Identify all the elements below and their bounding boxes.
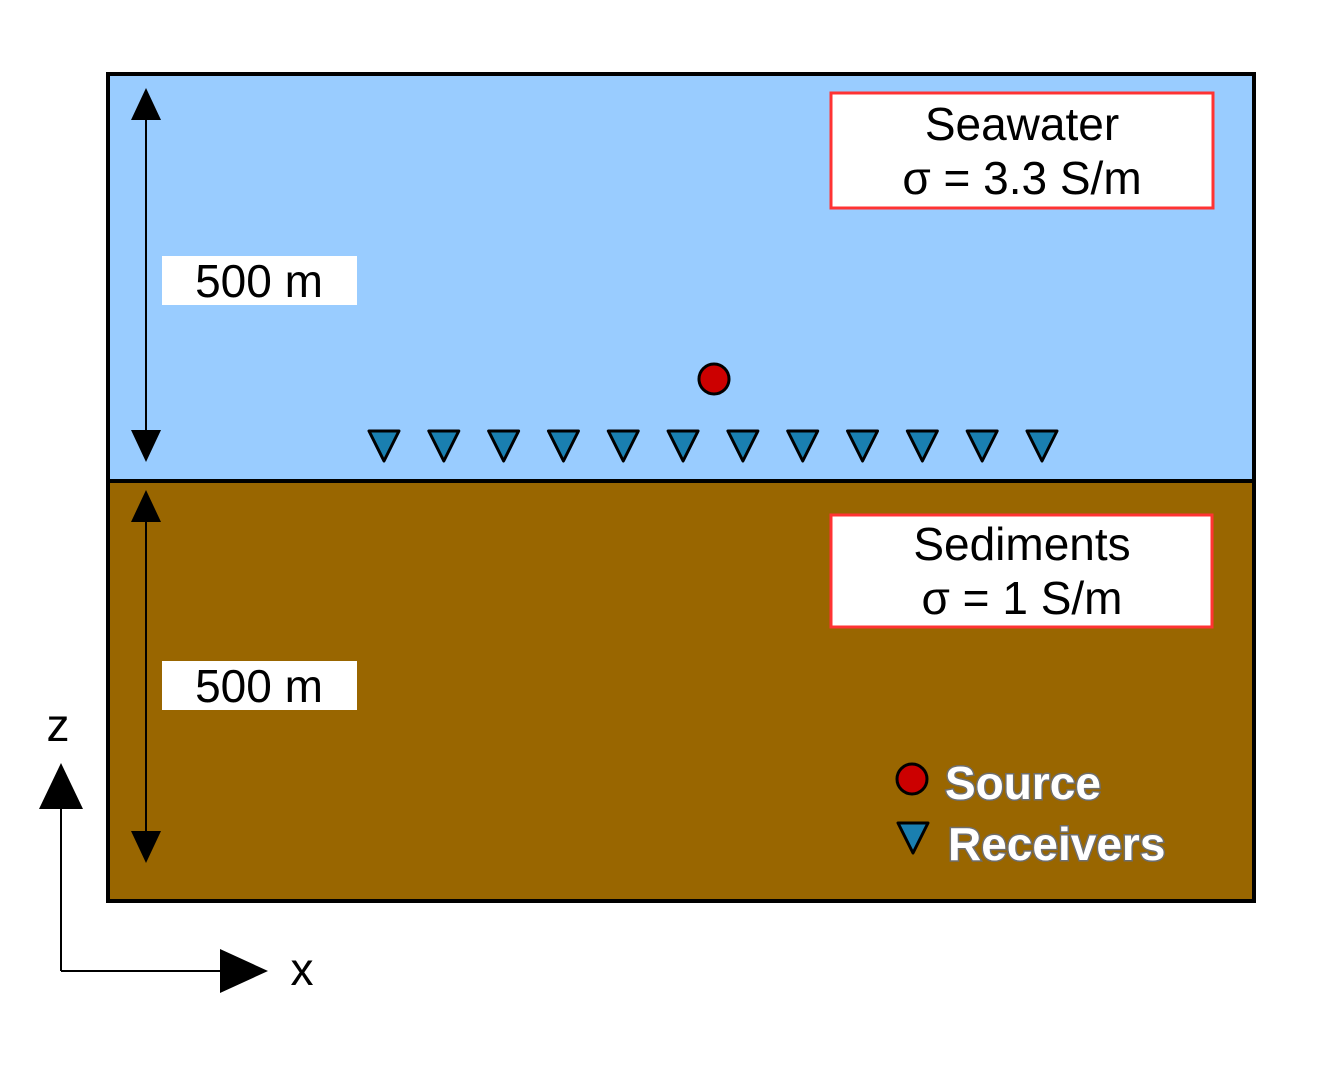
receiver-icon [1025, 429, 1059, 463]
legend-receivers-label: Receivers [948, 818, 1165, 870]
legend: Source Receivers [895, 756, 1167, 872]
z-axis-arrow-icon [39, 763, 83, 809]
source-icon [697, 362, 731, 396]
z-axis-label: z [47, 699, 70, 751]
receiver-icon [666, 429, 700, 463]
receiver-icon [965, 429, 999, 463]
legend-source-label: Source [945, 757, 1101, 809]
seawater-thickness-text: 500 m [195, 255, 323, 307]
receiver-icon [606, 429, 640, 463]
seawater-conductivity: σ = 3.3 S/m [902, 152, 1141, 204]
seawater-name: Seawater [925, 98, 1119, 150]
model-border [106, 72, 1256, 903]
receiver-icon [905, 429, 939, 463]
seawater-thickness-arrow [131, 88, 161, 462]
sediment-name: Sediments [913, 518, 1130, 570]
seawater-thickness-label: 500 m [162, 255, 357, 307]
receiver-icon [726, 429, 760, 463]
receiver-icon [367, 429, 401, 463]
x-axis-label: x [291, 943, 314, 995]
x-axis-arrow-icon [220, 949, 268, 993]
legend-source-icon [895, 762, 929, 796]
sediment-thickness-text: 500 m [195, 660, 323, 712]
sediment-conductivity: σ = 1 S/m [922, 572, 1123, 624]
coordinate-axes: z x [39, 699, 314, 995]
sediment-thickness-arrow [131, 490, 161, 863]
sediment-info-box: Sediments σ = 1 S/m [829, 513, 1214, 629]
receiver-icon [786, 429, 820, 463]
seawater-info-box: Seawater σ = 3.3 S/m [829, 91, 1215, 210]
receiver-icon [846, 429, 880, 463]
legend-receiver-icon [896, 821, 930, 855]
receivers [367, 429, 1059, 463]
receiver-icon [487, 429, 521, 463]
sediment-thickness-label: 500 m [162, 660, 357, 712]
receiver-icon [546, 429, 580, 463]
receiver-icon [427, 429, 461, 463]
